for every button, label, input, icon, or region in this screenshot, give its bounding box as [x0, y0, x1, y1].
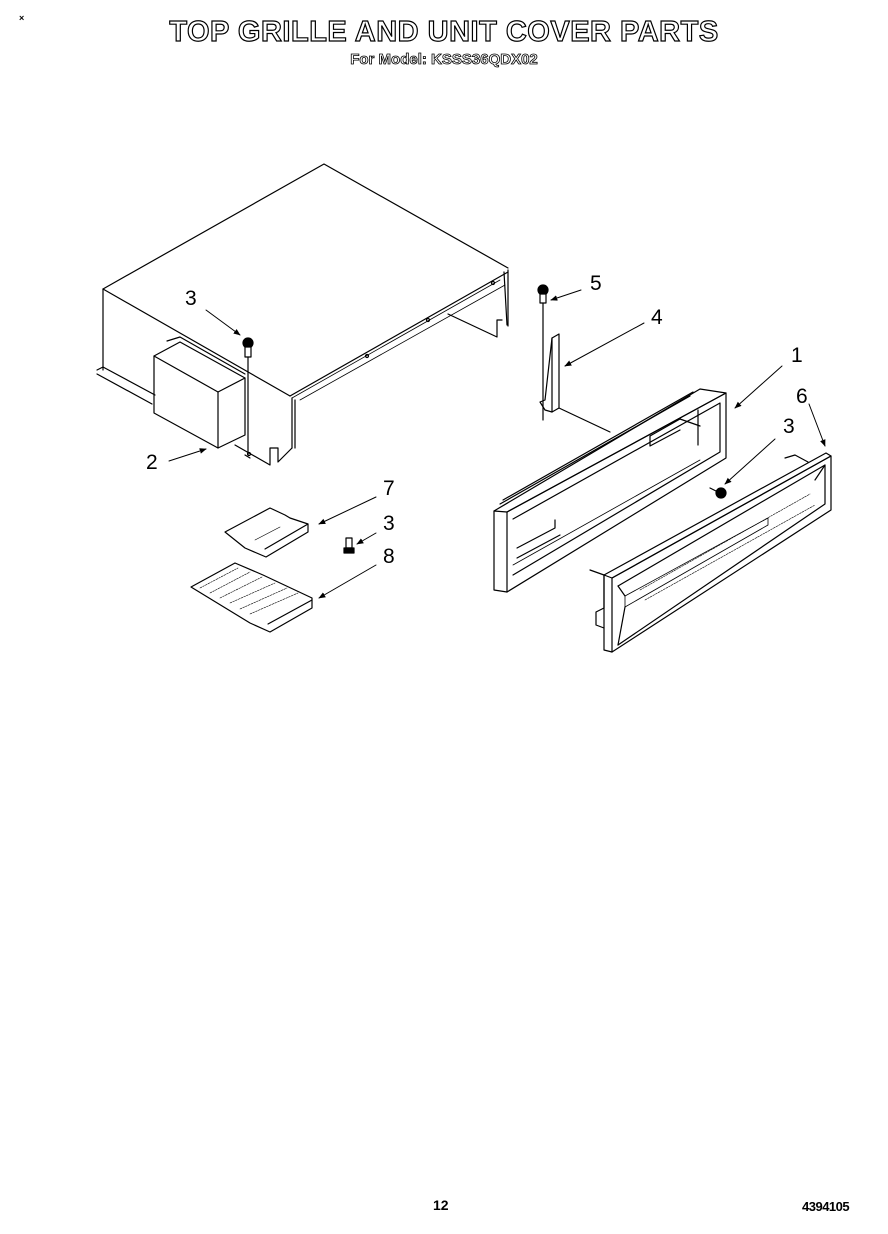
screw-5 — [537, 284, 549, 304]
callout-2: 2 — [146, 451, 158, 474]
corner-mark: × — [19, 13, 25, 23]
page-number: 12 — [433, 1197, 449, 1213]
callout-3b: 3 — [783, 415, 795, 438]
part-4-bracket — [539, 289, 611, 433]
callout-3a: 3 — [185, 287, 197, 310]
model-subtitle: For Model: KSSS36QDX02 — [350, 51, 538, 68]
callout-leaders — [168, 289, 826, 599]
callout-1: 1 — [791, 344, 803, 367]
screw-3c — [343, 537, 355, 554]
part-2-box — [153, 336, 246, 449]
part-6-top-grille — [589, 452, 832, 653]
unit-cover — [96, 163, 509, 466]
screw-3a — [242, 337, 254, 456]
part-7-plate — [224, 507, 309, 558]
callout-4: 4 — [651, 306, 663, 329]
part-8-vent-plate — [190, 562, 313, 633]
callout-3c: 3 — [383, 512, 395, 535]
document-number: 4394105 — [802, 1199, 850, 1214]
callout-7: 7 — [383, 477, 395, 500]
screw-3b — [709, 487, 727, 499]
callout-6: 6 — [796, 385, 808, 408]
page-title: TOP GRILLE AND UNIT COVER PARTS — [169, 16, 719, 48]
callout-5: 5 — [590, 272, 602, 295]
callout-8: 8 — [383, 545, 395, 568]
part-1-grille-frame — [493, 388, 727, 593]
callout-labels: 3 2 5 4 1 6 3 7 3 8 — [146, 272, 808, 568]
